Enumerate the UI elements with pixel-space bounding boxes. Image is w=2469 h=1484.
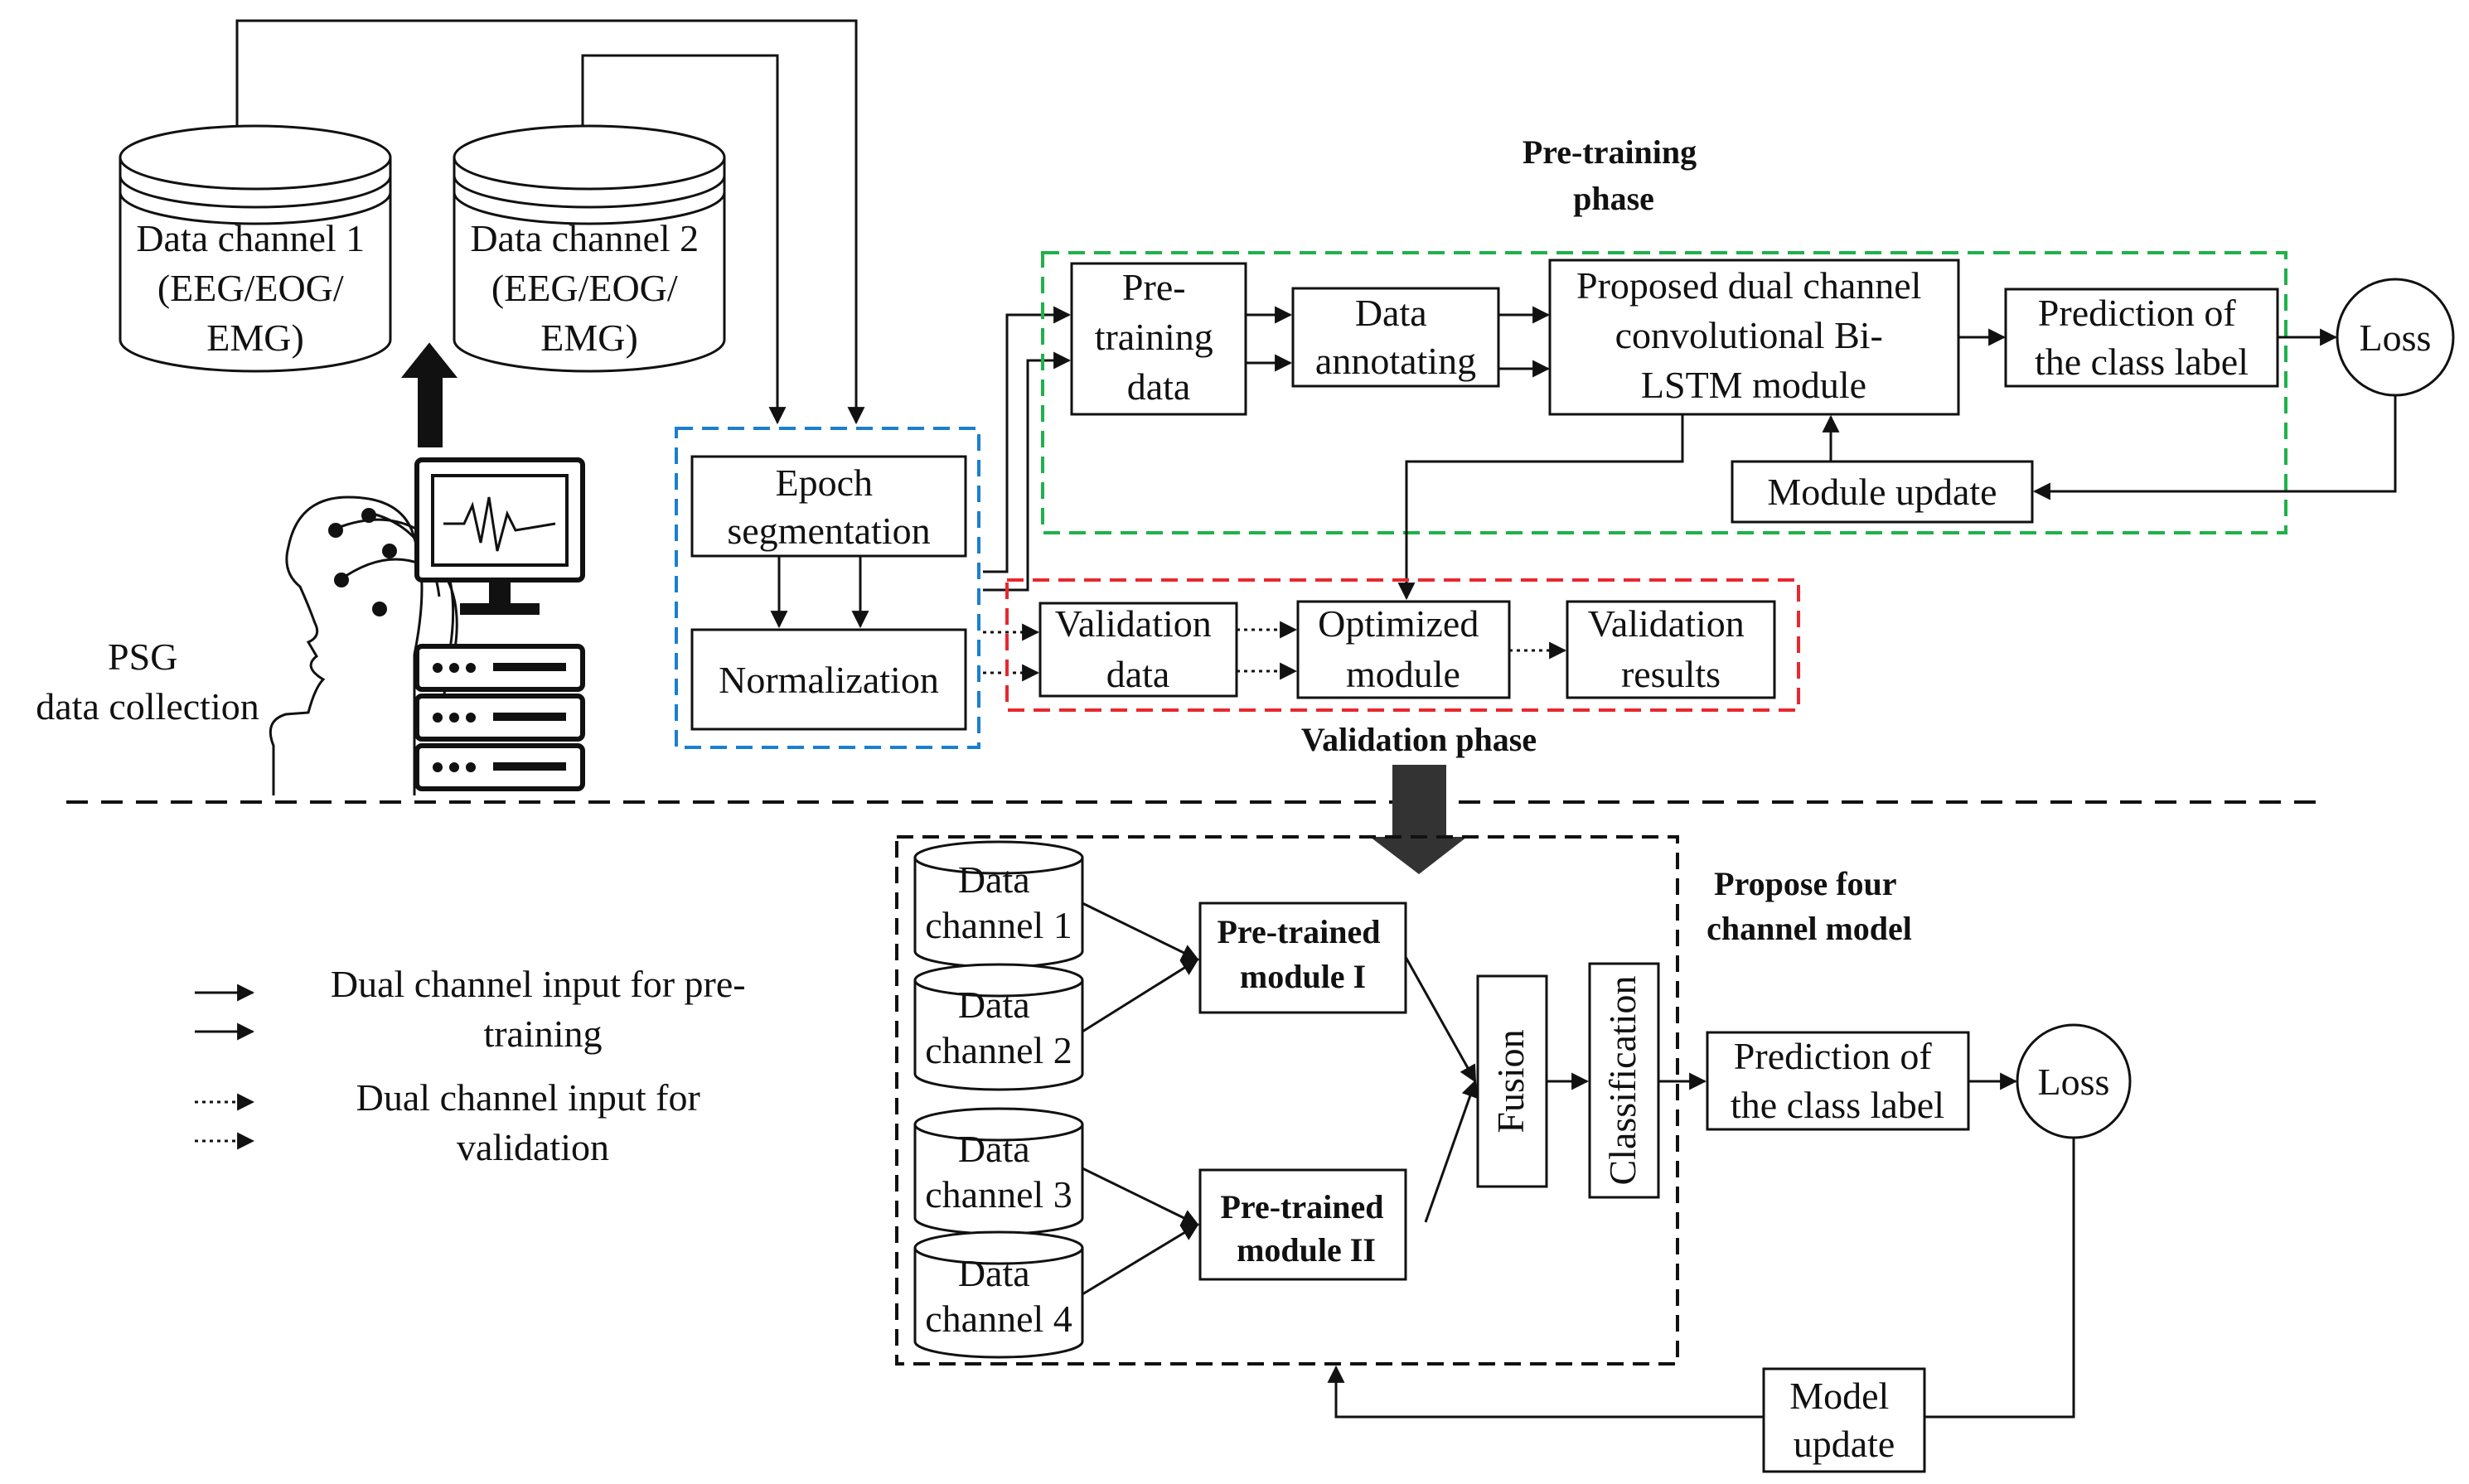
model-update-to-frame-line bbox=[1327, 1365, 1764, 1419]
ch2-to-module1-line bbox=[1082, 958, 1199, 1033]
down-block-arrow-icon bbox=[1370, 765, 1467, 874]
svg-text:Data channel 4: Data channel 4 bbox=[925, 1252, 1072, 1340]
four-channel-frame bbox=[895, 835, 1679, 1366]
fusion-box: Fusion bbox=[1476, 974, 1548, 1188]
channel-4-cylinder: Data channel 4 bbox=[913, 1230, 1084, 1359]
validation-frame bbox=[1005, 578, 1800, 712]
svg-text:Fusion: Fusion bbox=[1489, 1029, 1532, 1133]
channel-2-cylinder: Data channel 2 bbox=[913, 963, 1084, 1091]
svg-text:Optimized module: Optimized module bbox=[1318, 602, 1489, 695]
db2-to-epoch-line bbox=[581, 54, 787, 425]
db1-to-epoch-line bbox=[235, 19, 865, 425]
svg-text:Loss: Loss bbox=[2038, 1061, 2110, 1103]
loss-circle-bottom: Loss bbox=[2016, 1023, 2132, 1139]
model-update-box: Model update bbox=[1762, 1367, 1926, 1473]
ch3-to-module2-line bbox=[1082, 1167, 1199, 1226]
server-rack-icon bbox=[414, 644, 585, 791]
ch4-to-module2-line bbox=[1082, 1223, 1199, 1296]
svg-text:Normalization: Normalization bbox=[719, 659, 939, 701]
svg-text:Data channel 3: Data channel 3 bbox=[925, 1128, 1072, 1216]
classification-box: Classification bbox=[1588, 962, 1660, 1199]
svg-text:Validation results: Validation results bbox=[1588, 602, 1755, 695]
svg-text:Classification: Classification bbox=[1601, 976, 1644, 1186]
four-channel-title: Propose four channel model bbox=[1707, 865, 1912, 947]
validation-results-box: Validation results bbox=[1566, 600, 1776, 699]
norm-to-pretrain-line-1 bbox=[983, 306, 1072, 573]
optimized-module-box: Optimized module bbox=[1296, 600, 1511, 699]
svg-text:Pre-trained module II: Pre-trained module II bbox=[1221, 1188, 1392, 1269]
ch1-to-module1-line bbox=[1082, 902, 1199, 961]
database-channel-2: Data channel 2 (EEG/EOG/ EMG) bbox=[453, 124, 726, 373]
svg-text:Model update: Model update bbox=[1789, 1375, 1899, 1465]
module2-to-fusion-line bbox=[1424, 1080, 1479, 1223]
validation-phase-title: Validation phase bbox=[1301, 721, 1537, 758]
svg-text:Loss: Loss bbox=[2360, 317, 2432, 359]
normalization-box: Normalization bbox=[690, 628, 967, 731]
loss-to-model-update-line bbox=[1924, 1138, 2075, 1419]
database-channel-1: Data channel 1 (EEG/EOG/ EMG) bbox=[119, 124, 392, 373]
svg-text:Data channel 1: Data channel 1 bbox=[925, 858, 1072, 946]
legend: Dual channel input for pre- training Dua… bbox=[195, 963, 755, 1168]
svg-text:Pre- training data: Pre- training data bbox=[1095, 266, 1223, 408]
module-update-box: Module update bbox=[1731, 460, 2034, 524]
svg-text:Pre-trained module I: Pre-trained module I bbox=[1218, 913, 1389, 995]
pretraining-frame bbox=[1041, 251, 2287, 534]
pretrained-module-2-box: Pre-trained module II bbox=[1198, 1168, 1407, 1281]
svg-text:Data channel 2: Data channel 2 bbox=[925, 984, 1072, 1071]
svg-text:Module update: Module update bbox=[1767, 471, 1997, 513]
legend-pretraining-label: Dual channel input for pre- training bbox=[331, 963, 755, 1055]
norm-to-pretrain-line-2 bbox=[983, 351, 1072, 592]
monitor-with-signal-icon bbox=[414, 457, 585, 615]
svg-text:Data annotating: Data annotating bbox=[1315, 292, 1476, 382]
epoch-segmentation-box: Epoch segmentation bbox=[690, 455, 967, 558]
data-annotating-box: Data annotating bbox=[1291, 287, 1500, 388]
prediction-box-top: Prediction of the class label bbox=[2004, 288, 2279, 388]
loss-circle-top: Loss bbox=[2336, 278, 2455, 397]
module-to-optimized-line bbox=[1397, 414, 1684, 601]
db1-label: Data channel 1 (EEG/EOG/ EMG) bbox=[136, 217, 374, 359]
channel-1-cylinder: Data channel 1 bbox=[913, 840, 1084, 969]
proposed-module-box: Proposed dual channel convolutional Bi- … bbox=[1548, 259, 1960, 416]
preprocess-frame bbox=[675, 427, 980, 749]
validation-data-box: Validation data bbox=[1038, 602, 1238, 698]
pretrained-module-1-box: Pre-trained module I bbox=[1198, 902, 1407, 1014]
psg-label: PSG data collection bbox=[36, 636, 259, 727]
svg-text:Proposed dual channel co: Proposed dual channel convolutional Bi- … bbox=[1576, 264, 1931, 406]
channel-3-cylinder: Data channel 3 bbox=[913, 1107, 1084, 1235]
svg-text:Epoch segmentation: Epoch segmentation bbox=[727, 462, 930, 552]
legend-validation-label: Dual channel input for validation bbox=[356, 1076, 710, 1168]
module1-to-fusion-line bbox=[1404, 956, 1477, 1083]
prediction-box-bottom: Prediction of the class label bbox=[1706, 1031, 1970, 1131]
loss-to-update-line bbox=[2032, 395, 2397, 500]
svg-text:Prediction of the class: Prediction of the class label bbox=[2035, 292, 2249, 383]
pretraining-data-box: Pre- training data bbox=[1070, 262, 1247, 416]
svg-text:Validation data: Validation data bbox=[1055, 602, 1222, 695]
pretraining-phase-title: Pre-training phase bbox=[1523, 133, 1705, 217]
db2-label: Data channel 2 (EEG/EOG/ EMG) bbox=[470, 217, 708, 359]
svg-text:Prediction of the class: Prediction of the class label bbox=[1731, 1035, 1944, 1126]
